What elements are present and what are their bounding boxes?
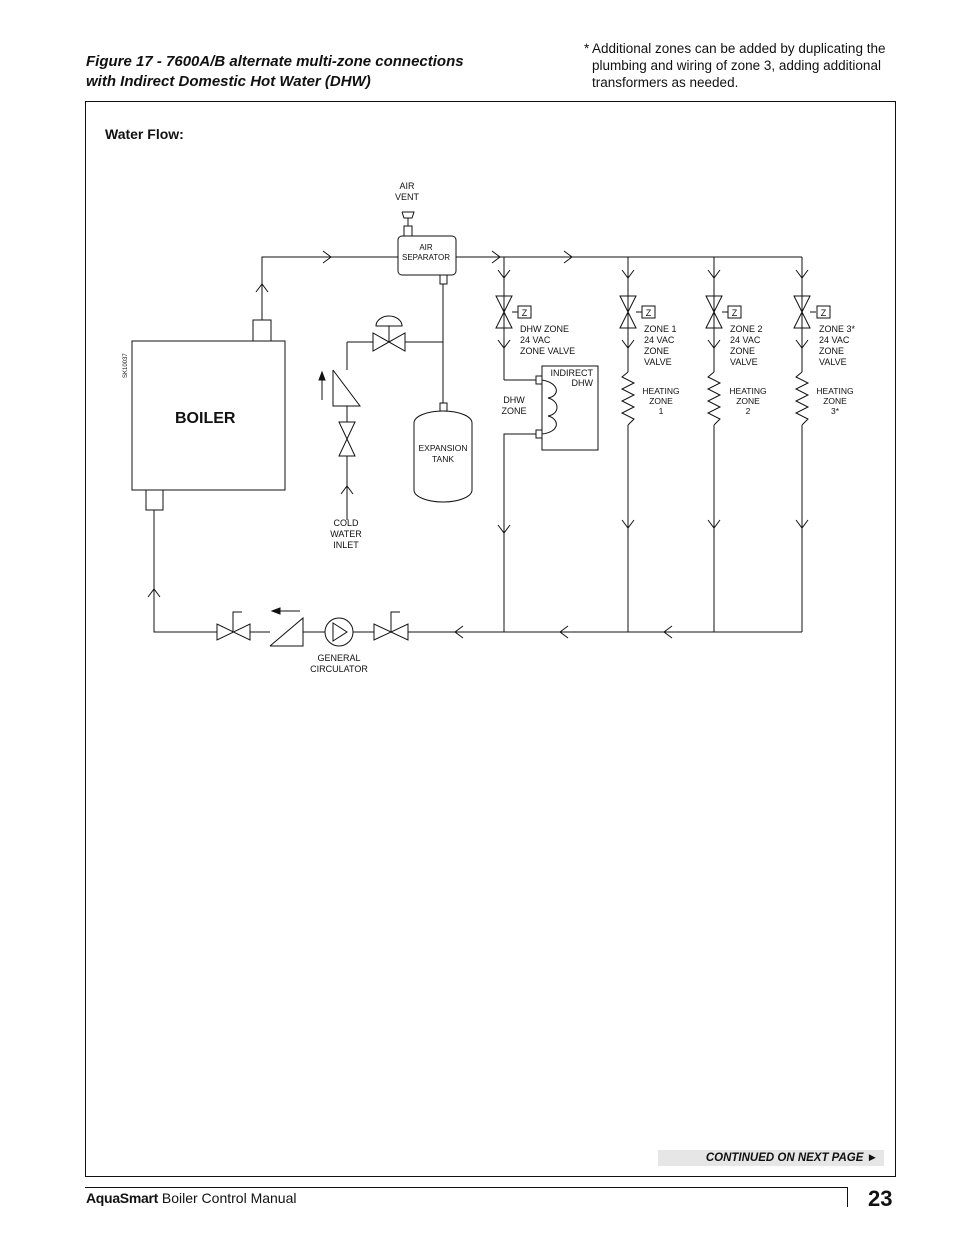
- figure-title-line-1: Figure 17 - 7600A/B alternate multi-zone…: [86, 53, 464, 70]
- footer-title: Boiler Control Manual: [157, 1190, 297, 1206]
- circulator-isolation-valve-right: [373, 623, 409, 641]
- footer-divider: [847, 1187, 848, 1207]
- sheet-id: SK10037: [123, 353, 129, 378]
- fill-shutoff-valve: [338, 421, 356, 457]
- note-asterisk: *: [584, 41, 590, 56]
- additional-zones-note: * Additional zones can be added by dupli…: [584, 40, 914, 91]
- heating-zone3-coil: [794, 371, 810, 426]
- boiler-return-nozzle: [145, 489, 164, 511]
- expansion-tank-fitting: [439, 402, 448, 412]
- pressure-reducing-valve: [372, 332, 406, 352]
- zone1-marker: Z: [646, 308, 652, 318]
- expansion-tank: [413, 410, 473, 503]
- diagram-frame: [85, 101, 896, 1177]
- zone2-marker-box: [727, 305, 742, 319]
- zone2-valve: [705, 295, 723, 329]
- dhw-zone-marker-box: [517, 305, 532, 319]
- air-vent-body: [403, 225, 413, 237]
- boiler-supply-nozzle: [252, 319, 272, 342]
- return-isolation-valve-left: [216, 623, 251, 641]
- zone3-marker-box: [816, 305, 831, 319]
- dhw-zone-valve: [495, 295, 513, 329]
- dhw-zone-return: [503, 433, 536, 632]
- boiler-label: BOILER: [175, 410, 236, 427]
- general-circulator-pump: [324, 617, 354, 647]
- boiler-body: [131, 340, 286, 491]
- zone1-valve: [619, 295, 637, 329]
- zone1-marker-box: [641, 305, 656, 319]
- air-separator: [397, 235, 457, 276]
- zone2-marker: Z: [732, 308, 738, 318]
- dhw-zone-marker: Z: [522, 308, 528, 318]
- zone3-valve: [793, 295, 811, 329]
- footer-rule: [85, 1187, 847, 1188]
- continued-next-page: CONTINUED ON NEXT PAGE ►: [658, 1150, 884, 1166]
- indirect-dhw-tank: [541, 365, 599, 451]
- footer-brand: AquaSmart: [86, 1190, 158, 1206]
- fill-check-valve: [332, 369, 361, 407]
- footer-manual-title: AquaSmart Boiler Control Manual: [86, 1190, 297, 1206]
- figure-title-line-2: with Indirect Domestic Hot Water (DHW): [86, 73, 371, 90]
- air-vent-cap: [401, 211, 415, 219]
- flow-check-valve: [269, 616, 304, 647]
- water-flow-heading: Water Flow:: [105, 126, 184, 142]
- page-number: 23: [868, 1186, 893, 1211]
- heating-zone1-coil: [620, 371, 636, 426]
- note-text: Additional zones can be added by duplica…: [592, 41, 886, 90]
- figure-title: Figure 17 - 7600A/B alternate multi-zone…: [86, 52, 526, 92]
- supply-riser: [261, 256, 398, 320]
- indirect-dhw-coil: [541, 379, 558, 435]
- separator-outlet: [439, 274, 448, 285]
- heating-zone2-coil: [706, 371, 722, 426]
- zone3-marker: Z: [821, 308, 827, 318]
